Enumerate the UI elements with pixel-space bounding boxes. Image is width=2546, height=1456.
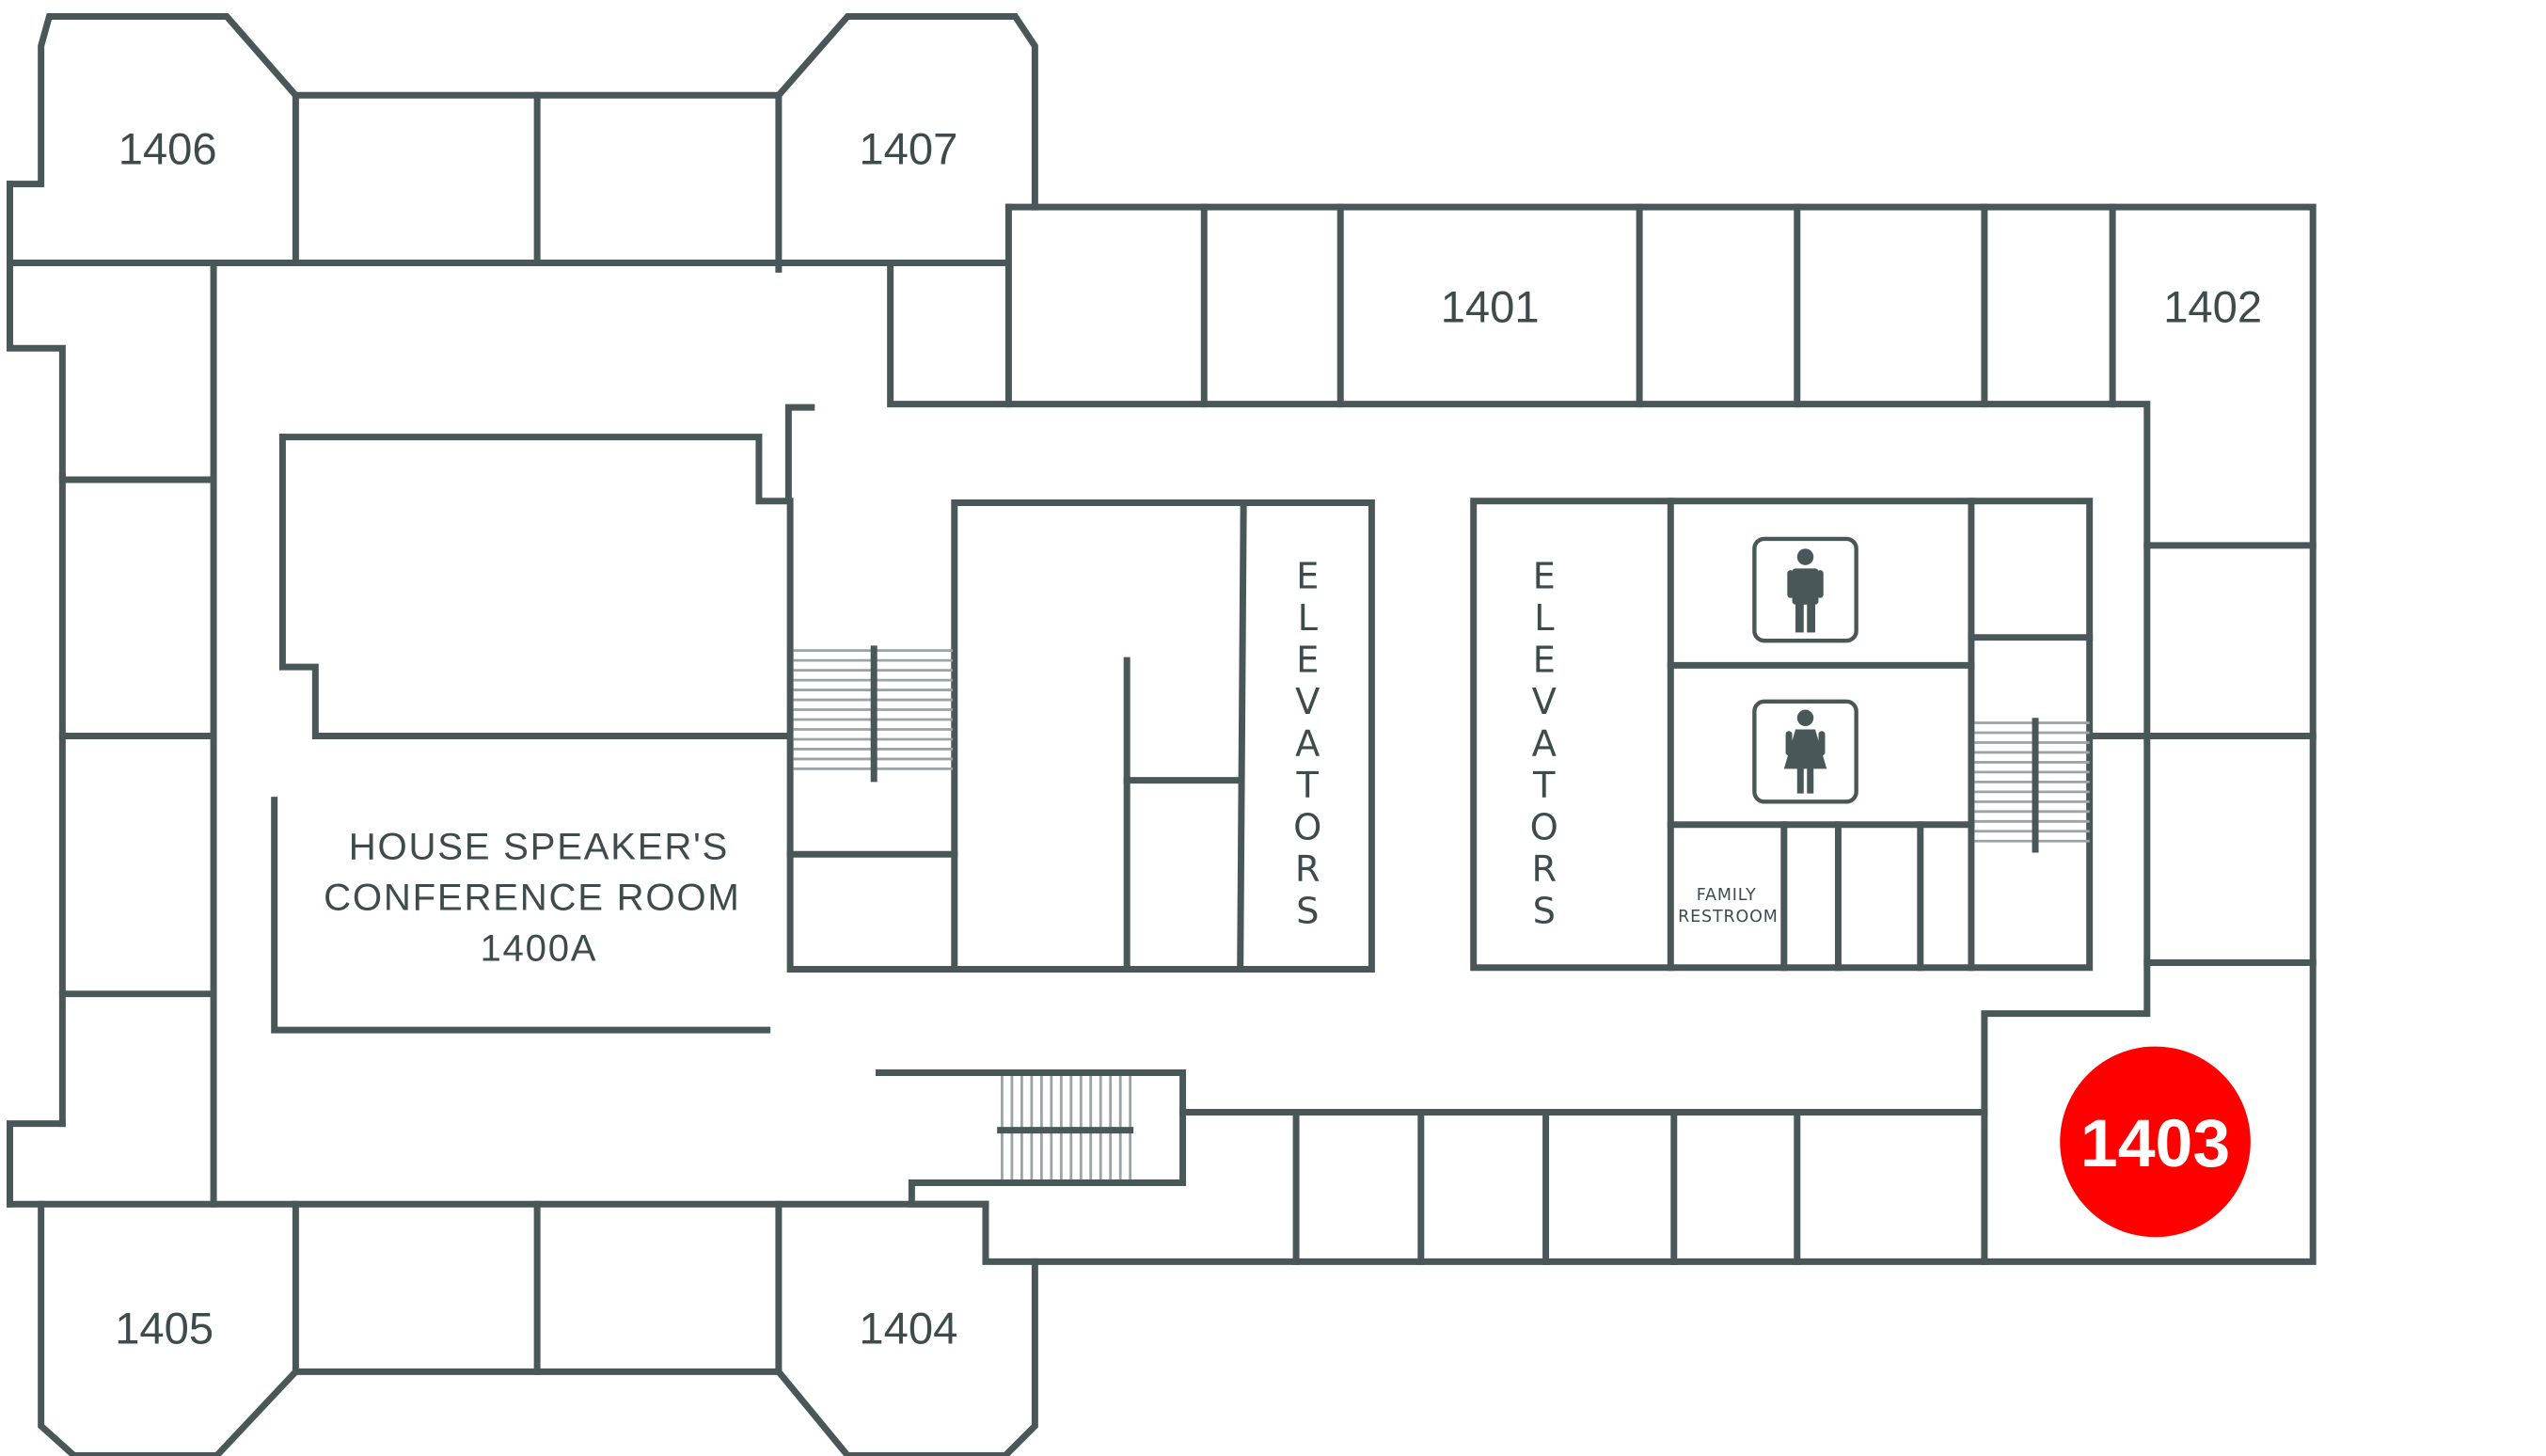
conference-room-label: HOUSE SPEAKER'S CONFERENCE ROOM 1400A xyxy=(324,825,740,970)
elevators-letter: S xyxy=(1296,891,1319,933)
room-1406-label: 1406 xyxy=(119,124,217,174)
elevators-letter: E xyxy=(1533,555,1556,597)
room-1404-label: 1404 xyxy=(859,1304,957,1353)
elevators-letter: A xyxy=(1532,722,1557,765)
elevators-letter: O xyxy=(1530,807,1558,849)
highlight-marker xyxy=(2060,1046,2251,1238)
elevators-letter: S xyxy=(1533,891,1556,933)
elevators-letter: V xyxy=(1295,681,1320,723)
family-restroom-label: FAMILY RESTROOM xyxy=(1678,886,1779,926)
elevators-letter: T xyxy=(1532,765,1556,807)
conference-line-1: HOUSE SPEAKER'S xyxy=(349,825,729,867)
stairs-east-center xyxy=(1974,718,2090,853)
elevators-letter: T xyxy=(1296,765,1320,807)
room-1407-label: 1407 xyxy=(859,124,957,174)
conference-line-2: CONFERENCE ROOM xyxy=(324,877,740,919)
womens-restroom-icon xyxy=(1752,699,1858,804)
elevators-letter: L xyxy=(1534,597,1555,640)
conference-line-3: 1400A xyxy=(480,927,597,970)
elevators-letter: V xyxy=(1532,681,1557,723)
mens-restroom-icon xyxy=(1752,536,1858,643)
elevators-letter: O xyxy=(1293,807,1321,849)
stairs-west-center xyxy=(793,645,954,783)
stairs-south xyxy=(997,1076,1134,1180)
elevators-letter: R xyxy=(1531,848,1557,891)
elevators-letter: E xyxy=(1296,555,1319,597)
room-1403-highlight[interactable]: 1403 xyxy=(2060,1046,2251,1238)
elevators-letter: R xyxy=(1295,848,1320,891)
room-1405-label: 1405 xyxy=(115,1304,213,1353)
room-1403-label: 1403 xyxy=(2080,1106,2230,1181)
room-1401-label: 1401 xyxy=(1441,281,1540,331)
elevators-letter: A xyxy=(1295,722,1320,765)
family-restroom-line-2: RESTROOM xyxy=(1678,908,1779,926)
family-restroom-line-1: FAMILY xyxy=(1697,886,1757,905)
room-1402-label: 1402 xyxy=(2163,281,2262,331)
elevators-letter: E xyxy=(1296,639,1319,681)
elevators-letter: E xyxy=(1533,639,1556,681)
building-walls xyxy=(6,12,2317,1456)
elevators-letter: L xyxy=(1298,597,1319,640)
